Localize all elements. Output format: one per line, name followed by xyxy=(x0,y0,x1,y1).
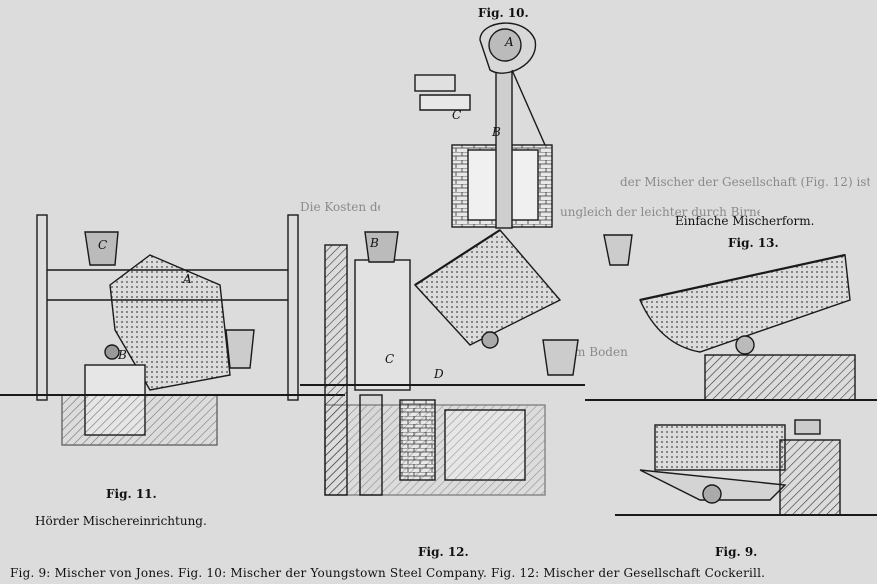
fig13-number: Fig. 13. xyxy=(728,236,779,250)
part-label: B xyxy=(370,236,379,250)
fig10-number: Fig. 10. xyxy=(478,6,529,20)
background-text-1: Die Kosten der Ausmauerung xyxy=(300,200,380,214)
part-label: D xyxy=(434,367,444,381)
part-label: A xyxy=(183,272,192,286)
fig11-number: Fig. 11. xyxy=(106,487,157,501)
fig9-drawing xyxy=(615,419,877,516)
fig11-drawing xyxy=(0,214,345,446)
part-label: A xyxy=(505,35,514,49)
background-text-2: der Mischer der Gesellschaft (Fig. 12) i… xyxy=(620,175,870,189)
fig11-subtitle: Hörder Mischereinrichtung. xyxy=(35,514,207,528)
fig12-number: Fig. 12. xyxy=(418,545,469,559)
fig9-number: Fig. 9. xyxy=(715,545,758,559)
page-caption: Fig. 9: Mischer von Jones. Fig. 10: Misc… xyxy=(10,566,766,580)
part-label: C xyxy=(452,108,462,122)
fig10-subtitle: Einfache Mischerform. xyxy=(675,214,815,228)
fig12-drawing xyxy=(300,229,585,496)
part-label: B xyxy=(492,125,501,139)
part-label: B xyxy=(118,348,127,362)
fig10-drawing xyxy=(414,22,553,229)
background-text-3: ungleich der leichter durch Birnen xyxy=(560,205,760,219)
part-label: C xyxy=(385,352,395,366)
part-label: C xyxy=(98,238,108,252)
fig13-drawing xyxy=(585,234,877,401)
